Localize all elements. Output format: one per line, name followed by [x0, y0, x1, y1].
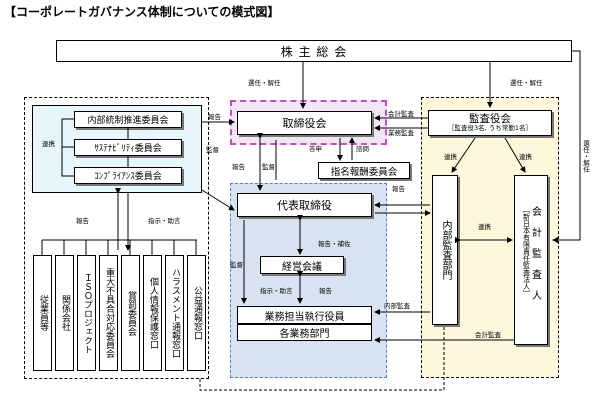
executive-officers-box: 業務担当執行役員 [237, 306, 372, 324]
label-toshin: 答申 [309, 145, 322, 153]
label-business-audit: 業務監査 [388, 129, 414, 137]
bottom-item-privacy-desk: 個人情報保護窓口 [143, 255, 162, 371]
accounting-auditor-title: 会 計 監 査 人 [529, 206, 541, 300]
label-supervise-1: 監督 [206, 146, 219, 154]
departments-box: 各業務部門 [237, 324, 372, 341]
diagram-title: 【コーポレートガバナンス体制についての模式図】 [4, 5, 280, 19]
bottom-item-employees: 従業員等 [33, 255, 52, 371]
board-of-directors-box: 取締役会 [237, 111, 372, 135]
label-report-2: 報告 [232, 163, 245, 171]
committee-compliance: ｺﾝﾌﾟﾗｲｱﾝｽ委員会 [74, 167, 182, 184]
shareholders-meeting-box: 株 主 総 会 [56, 40, 572, 62]
audit-board-note: ［監査役3名, うち常勤1名］ [448, 124, 532, 133]
label-elect-auditor: 選任・解任 [581, 140, 590, 173]
label-elect-board: 選任・解任 [248, 79, 281, 87]
label-report-board: 報告 [208, 113, 221, 121]
bottom-item-rewards-committee: 賞罰委員会 [121, 255, 140, 371]
label-accounting-audit-2: 会計監査 [475, 331, 501, 339]
audit-board-box: 監査役会 ［監査役3名, うち常勤1名］ [428, 110, 552, 136]
label-instruct-1: 指示・助言 [148, 217, 181, 225]
bottom-item-affiliates: 関係会社 [55, 255, 74, 371]
label-internal-audit: 内部監査 [384, 302, 410, 310]
label-report-5: 報告 [319, 287, 332, 295]
label-report-internal: 報告 [392, 185, 405, 193]
nomination-committee-box: 指名報酬委員会 [318, 162, 410, 179]
label-supervise-2: 監督 [262, 163, 275, 171]
label-renkei-internal: 連携 [444, 153, 457, 161]
bottom-item-defect-committee: 重大不具合対応委員会 [99, 255, 118, 371]
internal-audit-box: 内部監査部門 [432, 175, 458, 325]
label-report-committee: 報告 [76, 217, 89, 225]
label-supervise-3: 監督 [230, 261, 243, 269]
label-elect-audit: 選任・解任 [510, 79, 543, 87]
label-instruct-2: 指示・助言 [260, 287, 293, 295]
label-renkei-committees: 連携 [42, 140, 55, 148]
accounting-auditor-firm: ［新日本有限責任監査法人］ [522, 206, 531, 297]
label-report-assist: 報告・補佐 [318, 240, 351, 248]
label-renkei-middle: 連携 [478, 223, 491, 231]
bottom-item-harassment-desk: ハラスメント通報窓口 [165, 255, 184, 371]
bottom-item-iso: ＩＳＯプロジェクト [77, 255, 96, 371]
accounting-auditor-box: ［新日本有限責任監査法人］ 会 計 監 査 人 [514, 175, 548, 345]
committee-sustainability: ｻｽﾃﾅﾋﾞﾘﾃｨ委員会 [74, 139, 182, 156]
label-accounting-audit-1: 会計監査 [388, 110, 414, 118]
bottom-item-whistleblower-desk: 公益通報窓口 [187, 255, 206, 371]
audit-board-title: 監査役会 [469, 112, 511, 125]
label-renkei-auditor: 連携 [519, 153, 532, 161]
ceo-box: 代表取締役 [237, 193, 372, 217]
label-shimon: 諮問 [356, 145, 369, 153]
committee-internal-control: 内部統制推進委員会 [74, 111, 182, 128]
